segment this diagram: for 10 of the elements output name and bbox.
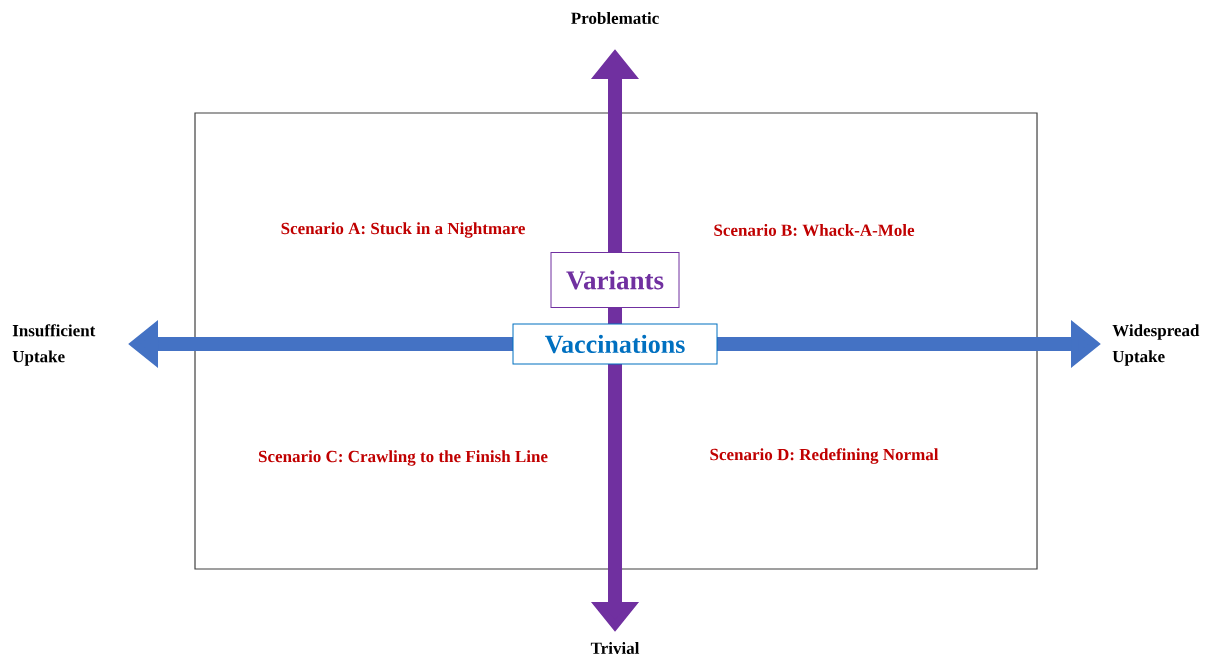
scenario-label: Scenario B: Whack-A-Mole [714, 224, 915, 236]
label-box: Vaccinations [512, 323, 718, 365]
scenario-label: Scenario C: Crawling to the Finish Line [258, 450, 548, 466]
axis-label: Trivial [590, 642, 640, 654]
axis-label: Widespread Uptake [1112, 324, 1200, 366]
scenario-label: Scenario A: Stuck in a Nightmare [281, 222, 525, 238]
label-box: Variants [550, 252, 680, 308]
axis-label: Insufficient Uptake [12, 324, 96, 366]
axis-label: Problematic [571, 12, 659, 24]
scenario-label: Scenario D: Redefining Normal [710, 448, 939, 464]
